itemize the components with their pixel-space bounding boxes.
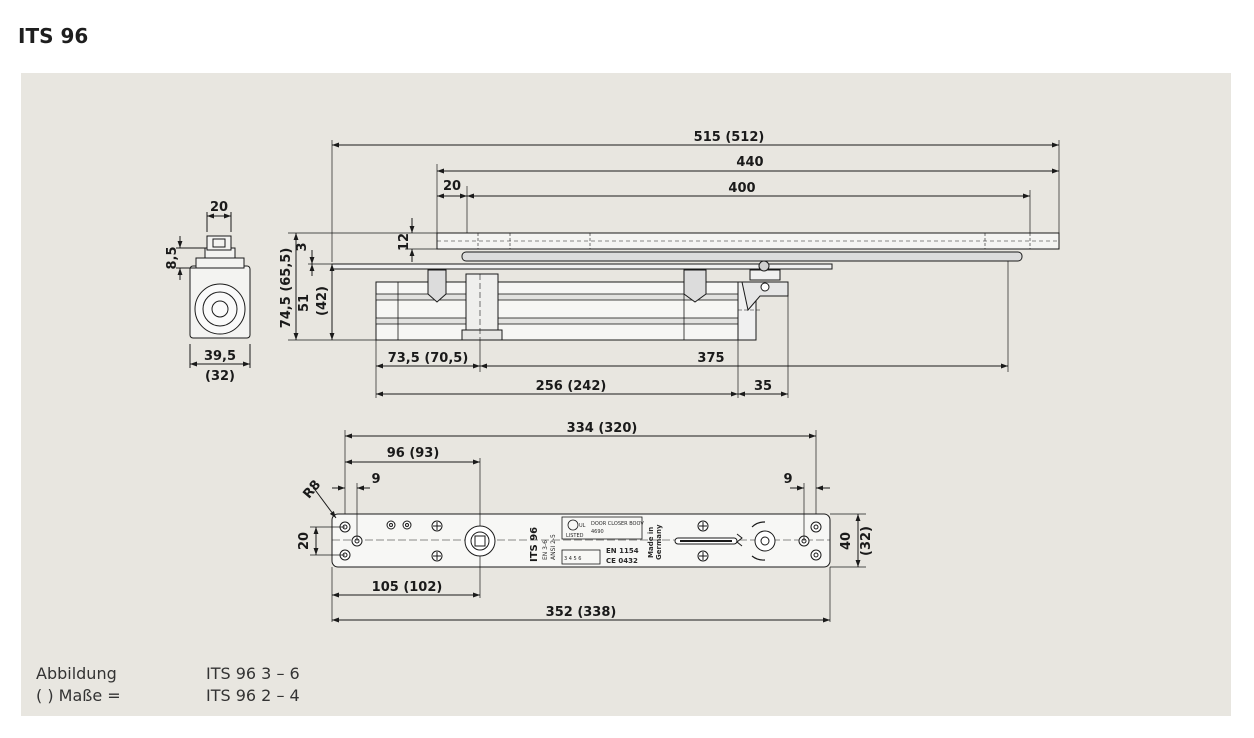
dim-334: 334 (320) (567, 421, 638, 436)
side-height-85: 8,5 (165, 246, 180, 269)
dim-105: 105 (102) (372, 580, 443, 595)
side-width-20: 20 (210, 200, 228, 215)
plate-door-closer: DOOR CLOSER BOOV (591, 521, 644, 527)
dim-9-left: 9 (371, 472, 380, 487)
dim-9-right: 9 (783, 472, 792, 487)
dim-256: 256 (242) (536, 379, 607, 394)
page-title: ITS 96 (18, 24, 89, 48)
dim-12: 12 (397, 233, 412, 251)
legend-value-2: ITS 96 2 – 4 (206, 686, 300, 705)
plate-ul: UL (579, 523, 586, 529)
dim-r8: R8 (300, 478, 324, 502)
legend-label-1: Abbildung (36, 664, 117, 683)
plate-made-in: Made in (647, 527, 655, 558)
dim-51: 51 (297, 294, 312, 312)
dim-20-plate: 20 (297, 532, 312, 550)
dim-515: 515 (512) (694, 130, 765, 145)
dim-96: 96 (93) (387, 446, 440, 461)
plate-grid: 3 4 5 6 (564, 556, 582, 562)
plate-marking: ITS 96 EN 3-6 ANSI 2-5 UL LISTED DOOR CL… (529, 521, 663, 565)
plate-en: EN 3-6 (542, 540, 549, 560)
plate-en1154: EN 1154 (606, 547, 639, 555)
side-width-395: 39,5 (204, 349, 236, 364)
side-view (176, 212, 251, 368)
side-width-32: (32) (205, 369, 235, 384)
legend-value-1: ITS 96 3 – 6 (206, 664, 300, 683)
dim-40: 40 (839, 532, 854, 550)
dim-42: (42) (315, 286, 330, 316)
dim-20-top: 20 (443, 179, 461, 194)
plate-listed: LISTED (566, 533, 584, 539)
dim-352: 352 (338) (546, 605, 617, 620)
plate-ce: CE 0432 (606, 557, 638, 565)
plate-germany: Germany (655, 524, 663, 560)
plate-model: ITS 96 (529, 527, 540, 562)
legend-label-2: ( ) Maße = (36, 686, 121, 705)
dim-375: 375 (697, 351, 724, 366)
dim-440: 440 (736, 155, 763, 170)
dim-735: 73,5 (70,5) (388, 351, 469, 366)
dim-35: 35 (754, 379, 772, 394)
dim-400: 400 (728, 181, 755, 196)
mounting-plate (309, 430, 866, 623)
plate-ansi: ANSI 2-5 (550, 534, 557, 560)
dim-745: 74,5 (65,5) (279, 248, 294, 329)
dim-3: 3 (295, 242, 310, 251)
plate-door-closer-code: 4690 (591, 529, 604, 535)
dim-32-plate: (32) (859, 526, 874, 556)
front-view (288, 140, 1060, 398)
